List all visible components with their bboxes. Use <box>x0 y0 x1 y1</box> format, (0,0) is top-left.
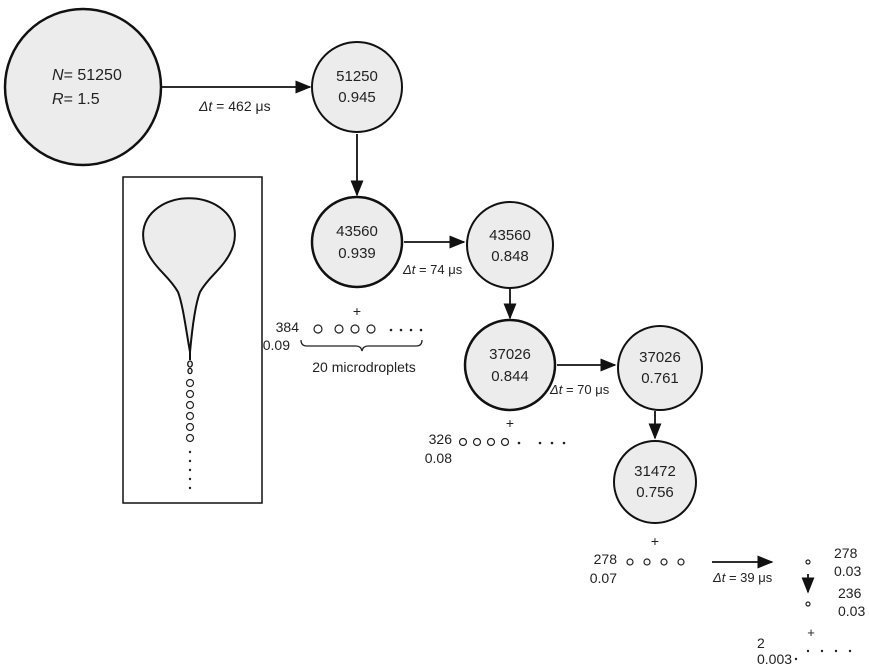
node-3-n: 43560 <box>489 227 531 244</box>
plus-1: + <box>353 303 361 319</box>
micro-3-n: 278 <box>594 551 618 567</box>
node-1-r: 0.945 <box>338 89 376 106</box>
microdroplets-brace <box>300 339 423 352</box>
plus-4: + <box>807 625 815 640</box>
micro-2-r: 0.08 <box>425 450 452 466</box>
parent-n-label: N= 51250 <box>52 67 122 84</box>
droplet-node-4: 37026 0.844 <box>463 318 557 412</box>
micro-1-r: 0.09 <box>263 337 290 353</box>
microdroplets-2-ellipsis <box>517 441 566 445</box>
taylor-cone-inset <box>122 176 263 504</box>
tail-droplet-1 <box>805 559 811 565</box>
plus-3: + <box>651 533 659 549</box>
node-4-r: 0.844 <box>491 368 529 385</box>
jet-necks <box>187 360 193 375</box>
tail-ellipsis <box>794 649 852 661</box>
droplet-node-6: 31472 0.756 <box>613 440 697 524</box>
micro-2-n: 326 <box>429 431 453 447</box>
dt-label-1: Δt = 462 μs <box>198 98 271 114</box>
microdroplets-3 <box>626 558 685 566</box>
node-2-r: 0.939 <box>338 245 376 262</box>
tail-1-r: 0.03 <box>834 563 861 579</box>
microdroplets-1 <box>313 324 376 334</box>
dt-label-4: Δt = 39 μs <box>712 570 773 585</box>
dt-label-2: Δt = 74 μs <box>402 262 463 277</box>
tail-2-n: 236 <box>838 585 862 601</box>
microdroplets-count-label: 20 microdroplets <box>312 359 416 375</box>
tail-droplet-2 <box>805 601 811 607</box>
node-5-r: 0.761 <box>641 370 679 387</box>
tail-3-r: 0.003 <box>757 651 792 667</box>
node-4-n: 37026 <box>489 346 531 363</box>
node-3-r: 0.848 <box>491 248 529 265</box>
droplet-node-2: 43560 0.939 <box>310 195 404 289</box>
droplet-node-3: 43560 0.848 <box>466 201 554 289</box>
parent-r-label: R= 1.5 <box>52 91 100 108</box>
tail-1-n: 278 <box>834 545 858 561</box>
node-2-n: 43560 <box>336 223 378 240</box>
node-5-n: 37026 <box>639 349 681 366</box>
micro-3-r: 0.07 <box>590 570 617 586</box>
inset-ellipsis <box>188 450 192 490</box>
dt-label-3: Δt = 70 μs <box>549 382 610 397</box>
node-6-r: 0.756 <box>636 484 674 501</box>
inset-microdroplets <box>185 378 195 443</box>
droplet-node-5: 37026 0.761 <box>617 325 703 411</box>
plus-2: + <box>506 415 514 431</box>
microdroplets-1-ellipsis <box>389 328 423 332</box>
parent-droplet: N= 51250 R= 1.5 <box>3 7 163 167</box>
tail-2-r: 0.03 <box>838 603 865 619</box>
micro-1-n: 384 <box>276 319 300 335</box>
node-6-n: 31472 <box>634 463 676 480</box>
tail-3-n: 2 <box>757 635 765 651</box>
microdroplets-2 <box>458 437 510 447</box>
droplet-node-1: 51250 0.945 <box>311 41 403 133</box>
node-1-n: 51250 <box>336 68 378 85</box>
droplet-cone <box>142 197 236 360</box>
